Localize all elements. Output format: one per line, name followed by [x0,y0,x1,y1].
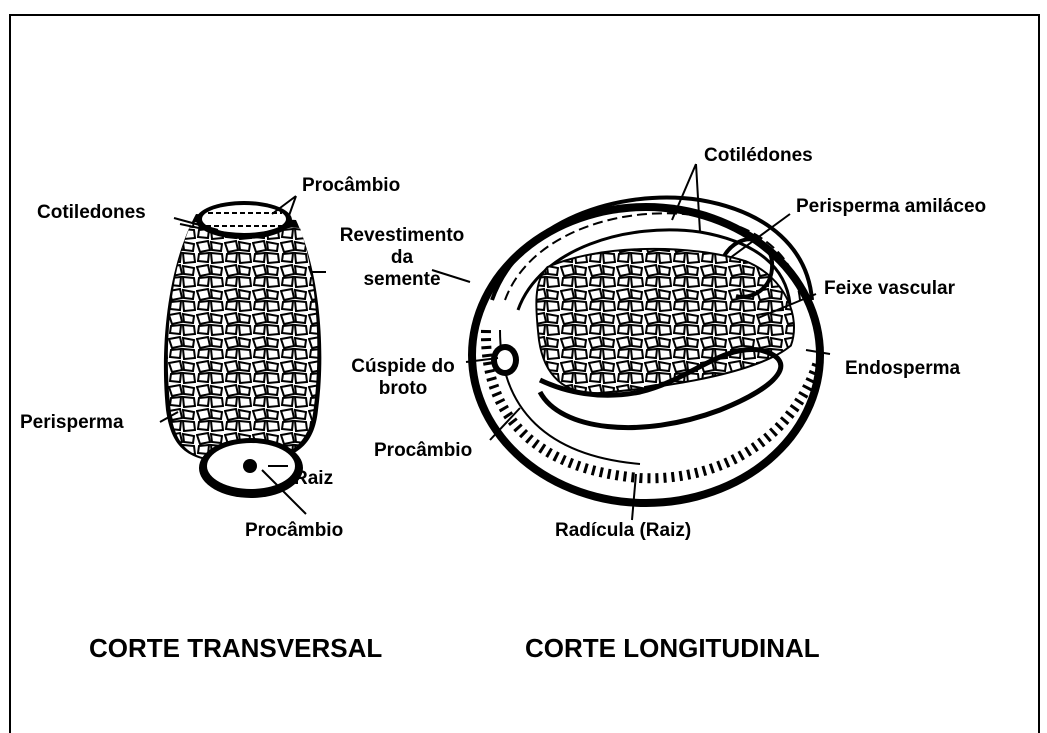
label-revestimento: Revestimento da semente [324,225,480,291]
label-cuspide-line1: Cúspide do [338,356,468,378]
label-radicula: Radícula (Raiz) [555,520,691,542]
label-perisperma: Perisperma [20,412,124,434]
longitudinal-seed [432,164,830,520]
perisperm-cells [160,210,330,470]
label-perisperma-amilaceo: Perisperma amiláceo [796,196,986,218]
label-raiz: Raiz [294,468,333,490]
label-cotiledones: Cotiledones [37,202,146,224]
label-procambio-long: Procâmbio [374,440,472,462]
transversal-seed [160,196,330,514]
label-procambio-top: Procâmbio [302,175,400,197]
label-feixe-vascular: Feixe vascular [824,278,955,300]
label-revestimento-line3: semente [324,269,480,291]
label-cotiledones-long: Cotilédones [704,145,813,167]
label-revestimento-line2: da [324,247,480,269]
label-cuspide-line2: broto [338,378,468,400]
label-cuspide: Cúspide do broto [338,356,468,400]
label-endosperma: Endosperma [845,358,960,380]
label-procambio-bottom: Procâmbio [245,520,343,542]
title-transversal: CORTE TRANSVERSAL [89,633,382,664]
label-revestimento-line1: Revestimento [324,225,480,247]
title-longitudinal: CORTE LONGITUDINAL [525,633,820,664]
